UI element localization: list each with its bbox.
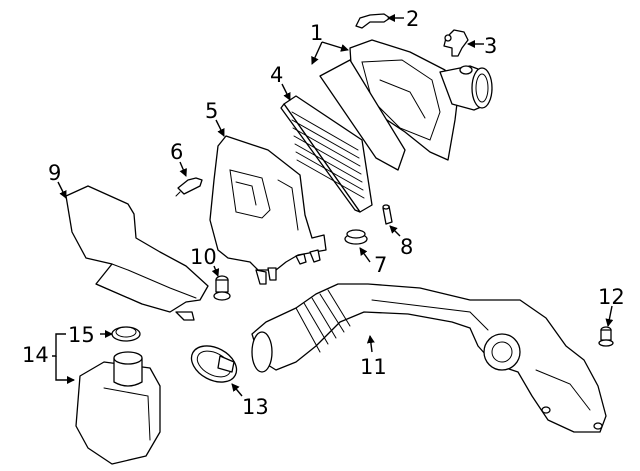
leader-lines <box>52 14 614 397</box>
callout-15: 15 <box>68 323 95 347</box>
intake-duct-9 <box>65 185 209 321</box>
callout-13: 13 <box>242 395 269 419</box>
callout-7: 7 <box>374 253 387 277</box>
callout-5: 5 <box>205 99 218 123</box>
clip-part <box>355 13 391 29</box>
callout-2: 2 <box>406 7 419 31</box>
hose-clamp-13 <box>190 345 238 383</box>
upper-air-cleaner-cover <box>319 39 493 171</box>
callout-3: 3 <box>484 34 497 58</box>
callout-8: 8 <box>400 235 413 259</box>
air-filter-element <box>280 95 373 213</box>
callout-9: 9 <box>48 161 61 185</box>
bolt-6 <box>175 177 203 197</box>
callout-6: 6 <box>170 140 183 164</box>
sensor-part <box>443 29 469 57</box>
callout-14: 14 <box>22 343 49 367</box>
callout-4: 4 <box>270 63 283 87</box>
pin-8 <box>382 204 393 225</box>
clamp-15 <box>111 326 141 342</box>
grommet-7 <box>344 229 368 245</box>
callout-12: 12 <box>598 285 625 309</box>
bolt-10 <box>213 275 231 301</box>
bolt-12 <box>598 326 614 347</box>
lower-air-cleaner-case <box>209 135 327 285</box>
callout-10: 10 <box>190 245 217 269</box>
intake-hose-11 <box>251 283 607 433</box>
callout-11: 11 <box>360 355 387 379</box>
resonator-14 <box>75 351 161 465</box>
callout-1: 1 <box>310 21 323 45</box>
